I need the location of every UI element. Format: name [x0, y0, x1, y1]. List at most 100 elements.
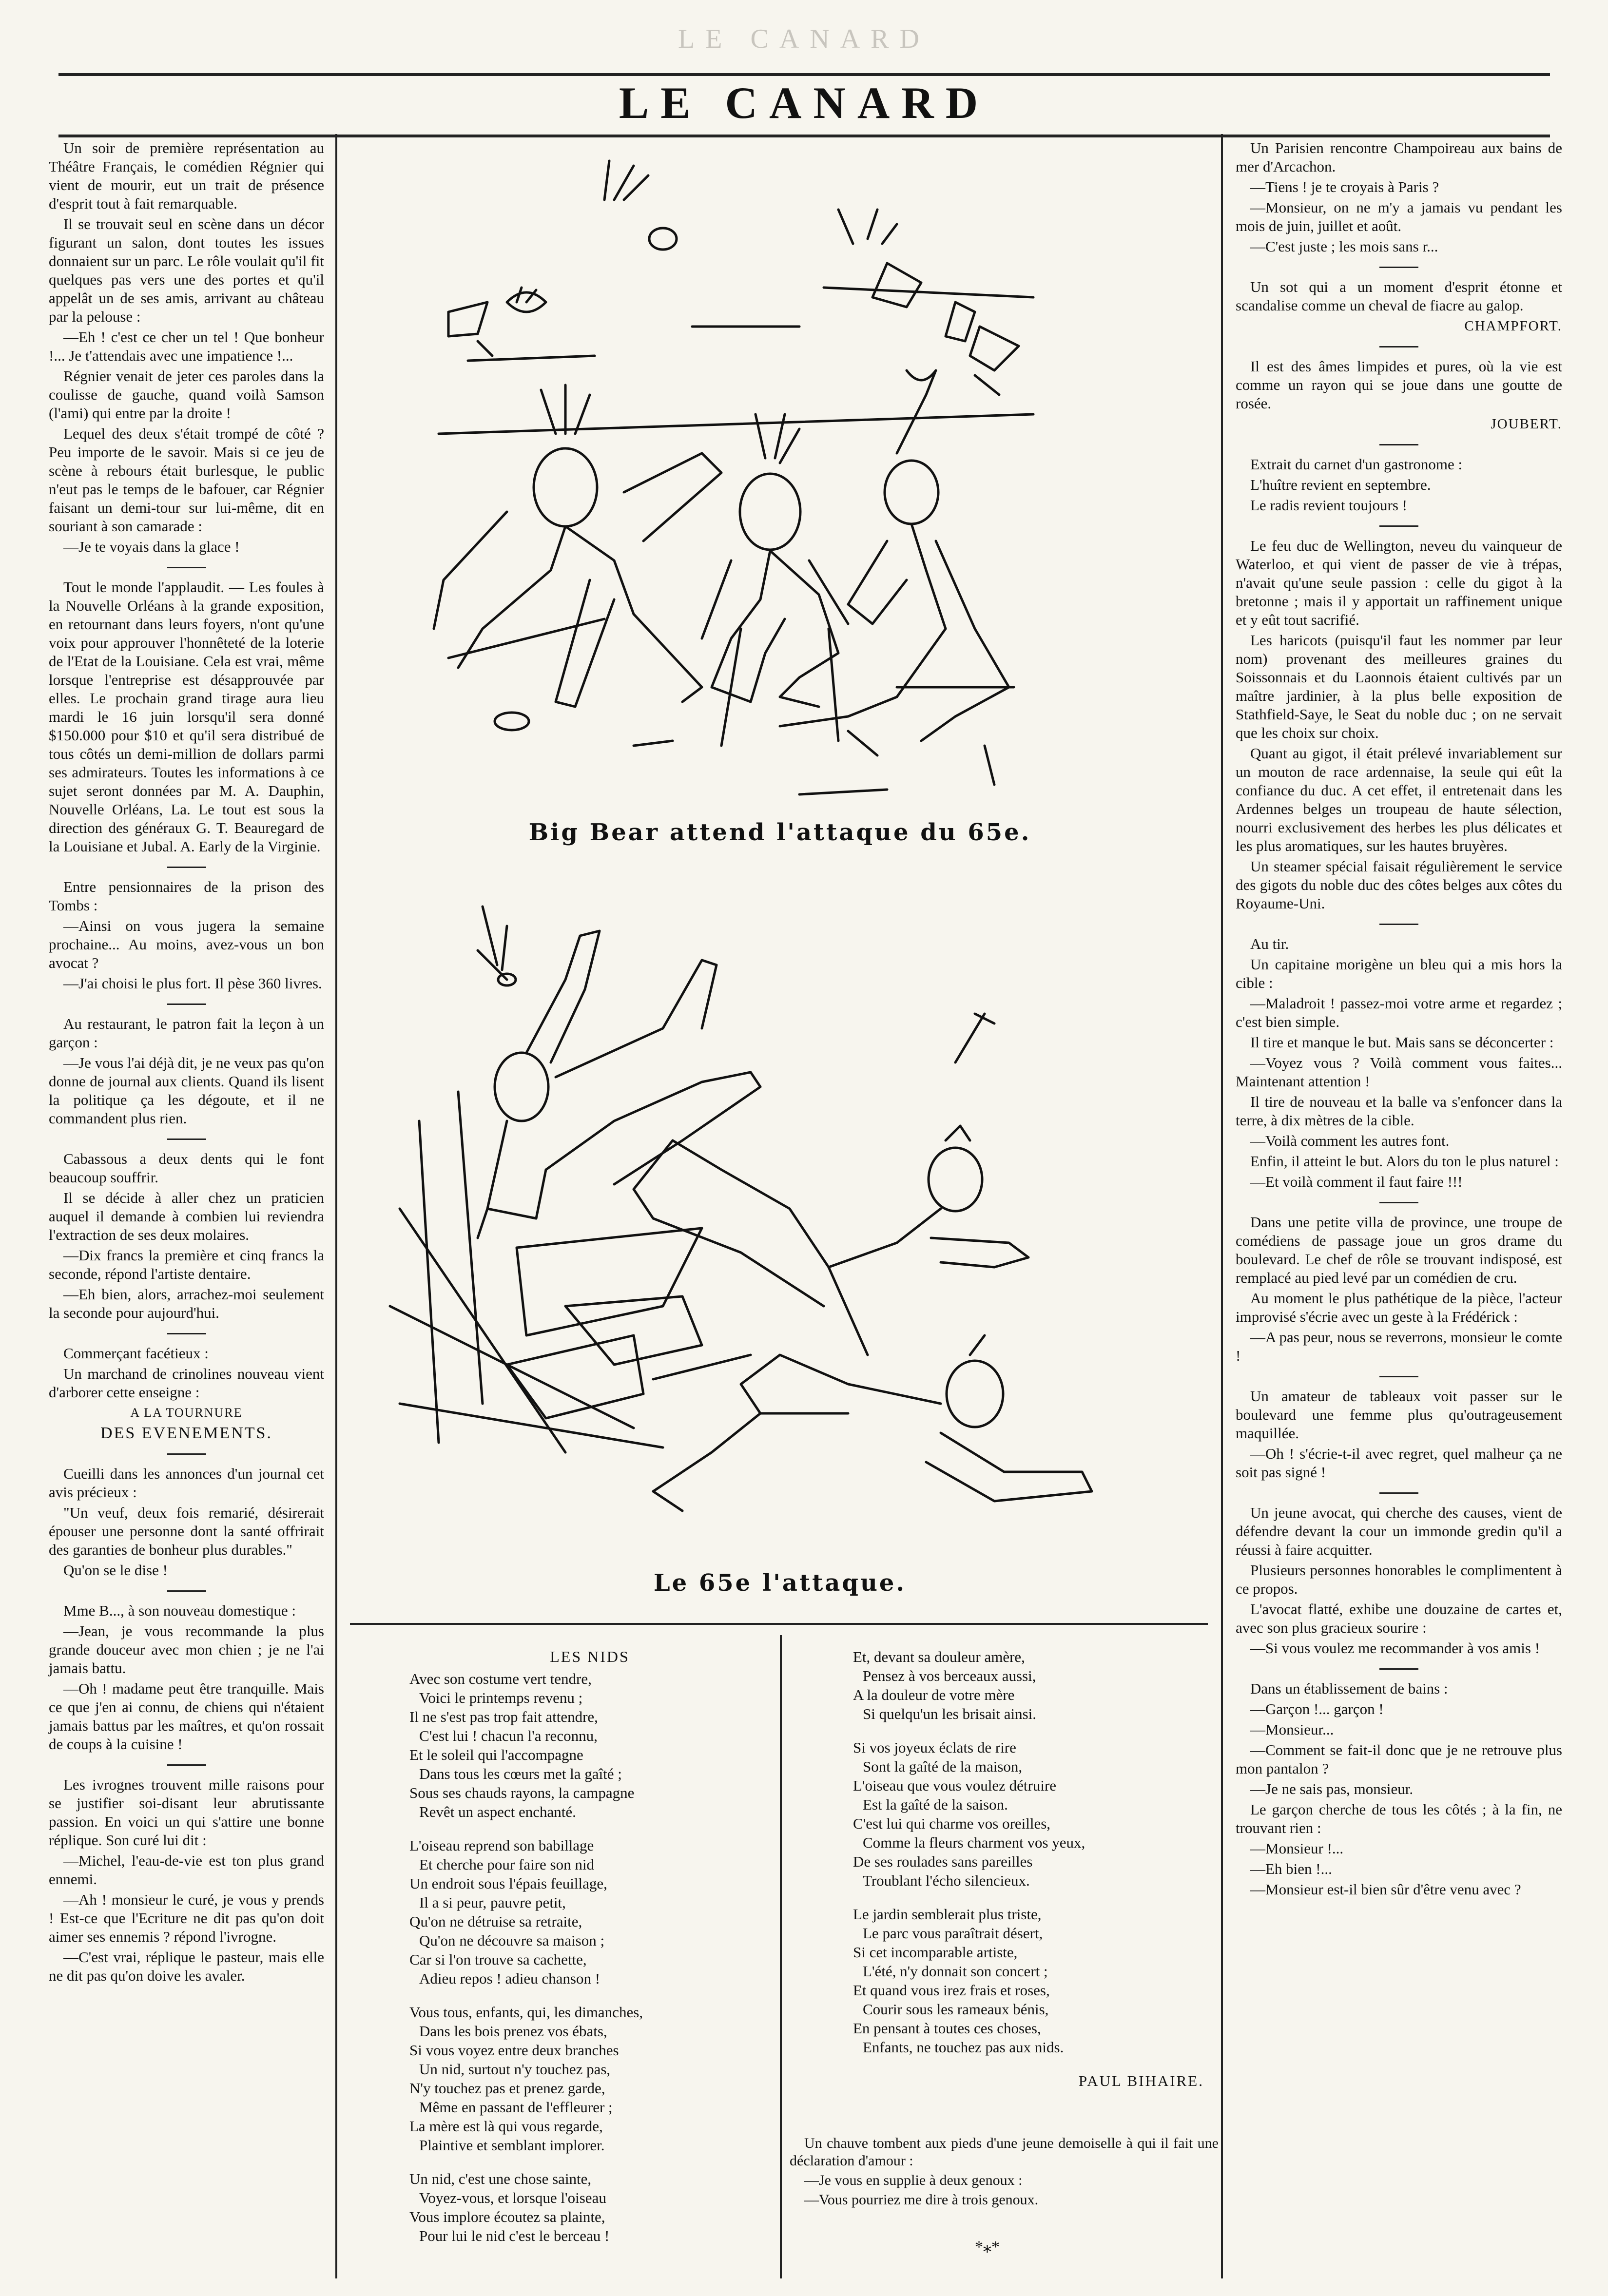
- paragraph: Commerçant facétieux :: [63, 1345, 209, 1362]
- paragraph: —C'est vrai, réplique le pasteur, mais e…: [49, 1949, 324, 1984]
- poem-verse: Comme la fleurs charment vos yeux,: [863, 1834, 1085, 1851]
- paragraph: Lequel des deux s'était trompé de côté ?…: [49, 425, 324, 535]
- paragraph: —Maladroit ! passez-moi votre arme et re…: [1236, 995, 1562, 1030]
- poem-stanza: Avec son costume vert tendre,Voici le pr…: [409, 1669, 770, 1821]
- paragraph: Il se décide à aller chez un praticien a…: [49, 1189, 324, 1243]
- separator: [167, 1138, 206, 1140]
- poem-verse: Enfants, ne touchez pas aux nids.: [863, 2039, 1064, 2056]
- paragraph: Le radis revient toujours !: [1250, 497, 1407, 514]
- poem-verse: L'oiseau reprend son babillage: [409, 1837, 594, 1854]
- paragraph: L'avocat flatté, exhibe une douzaine de …: [1236, 1601, 1562, 1636]
- poem-verse: Un endroit sous l'épais feuillage,: [409, 1875, 607, 1892]
- newspaper-title: LE CANARD: [599, 76, 1009, 130]
- masthead: LE CANARD: [58, 73, 1550, 137]
- separator: [1379, 1492, 1418, 1494]
- poem-verse: Sous ses chauds rayons, la campagne: [409, 1784, 635, 1801]
- separator: [167, 867, 206, 868]
- paragraph: Un marchand de crinolines nouveau vient …: [49, 1365, 324, 1401]
- paragraph: Cueilli dans les annonces d'un journal c…: [49, 1465, 324, 1501]
- poem-verse: Si vous voyez entre deux branches: [409, 2042, 619, 2059]
- paragraph: —Je vous l'ai déjà dit, je ne veux pas q…: [49, 1054, 324, 1127]
- paragraph: Il tire et manque le but. Mais sans se d…: [1250, 1034, 1554, 1051]
- paragraph: —Michel, l'eau-de-vie est ton plus grand…: [49, 1852, 324, 1888]
- paragraph: Tout le monde l'applaudit. — Les foules …: [49, 579, 324, 855]
- poem-verse: Un nid, c'est une chose sainte,: [409, 2170, 592, 2187]
- paragraph: Il se trouvait seul en scène dans un déc…: [49, 215, 324, 325]
- paragraph: Dans une petite villa de province, une t…: [1236, 1214, 1562, 1286]
- poem-verse: Est la gaîté de la saison.: [863, 1796, 1008, 1813]
- separator: [1379, 525, 1418, 527]
- sign-line: DES EVENEMENTS.: [100, 1424, 272, 1442]
- paragraph: —Et voilà comment il faut faire !!!: [1250, 1173, 1463, 1190]
- poem-verse: Sont la gaîté de la maison,: [863, 1758, 1023, 1775]
- paragraph: Entre pensionnaires de la prison des Tom…: [49, 878, 324, 914]
- right-column: Un Parisien rencontre Champoireau aux ba…: [1236, 139, 1562, 1901]
- illustration-big-bear: [432, 159, 1035, 796]
- poem-verse: Si cet incomparable artiste,: [853, 1944, 1018, 1961]
- paragraph: Un sot qui a un moment d'esprit étonne e…: [1236, 278, 1562, 314]
- bottom-center-note: Un chauve tombent aux pieds d'une jeune …: [790, 2135, 1219, 2211]
- paragraph: —Ainsi on vous jugera la semaine prochai…: [49, 917, 324, 971]
- poem-stanza: Et, devant sa douleur amère,Pensez à vos…: [853, 1647, 1204, 1723]
- paragraph: —Tiens ! je te croyais à Paris ?: [1250, 178, 1439, 195]
- separator: [167, 567, 206, 568]
- paragraph: Un soir de première représentation au Th…: [49, 139, 324, 212]
- paragraph: —Eh bien, alors, arrachez-moi seulement …: [49, 1286, 324, 1321]
- paragraph: Il tire de nouveau et la balle va s'enfo…: [1236, 1093, 1562, 1129]
- column-rule-poem: [780, 1635, 782, 2278]
- paragraph: Un jeune avocat, qui cherche des causes,…: [1236, 1504, 1562, 1558]
- paragraph: Mme B..., à son nouveau domestique :: [63, 1602, 296, 1619]
- poem-verse: Il a si peur, pauvre petit,: [419, 1894, 566, 1911]
- poem-verse: Troublant l'écho silencieux.: [863, 1872, 1030, 1889]
- paragraph: Cabassous a deux dents qui le font beauc…: [49, 1150, 324, 1186]
- separator: [167, 1764, 206, 1766]
- paragraph: —Eh ! c'est ce cher un tel ! Que bonheur…: [49, 328, 324, 364]
- column-rule-left: [335, 134, 337, 2278]
- poem-verse: Voyez-vous, et lorsque l'oiseau: [419, 2189, 606, 2206]
- paragraph: Il est des âmes limpides et pures, où la…: [1236, 358, 1562, 412]
- paragraph: L'huître revient en septembre.: [1250, 476, 1431, 493]
- paragraph: Plusieurs personnes honorables le compli…: [1236, 1562, 1562, 1597]
- paragraph: —Je vous en supplie à deux genoux :: [804, 2172, 1023, 2188]
- poem-stanza: Vous tous, enfants, qui, les dimanches, D…: [409, 2003, 770, 2155]
- poem-verse: Courir sous les rameaux bénis,: [863, 2001, 1049, 2018]
- poem-verse: Vous tous, enfants, qui, les dimanches,: [409, 2004, 643, 2021]
- paragraph: —Ah ! monsieur le curé, je vous y prends…: [49, 1891, 324, 1945]
- poem-column-1: LES NIDS Avec son costume vert tendre,Vo…: [409, 1647, 770, 2260]
- poem-verse: La mère est là qui vous regarde,: [409, 2118, 603, 2135]
- separator: [1379, 924, 1418, 925]
- paragraph: Un capitaine morigène un bleu qui a mis …: [1236, 956, 1562, 991]
- poem-verse: Il ne s'est pas trop fait attendre,: [409, 1708, 598, 1725]
- ornament: *⁎*: [975, 2238, 1000, 2256]
- paragraph: Un steamer spécial faisait régulièrement…: [1236, 858, 1562, 912]
- poem-verse: Le parc vous paraîtrait désert,: [863, 1925, 1043, 1942]
- signature: JOUBERT.: [1491, 416, 1562, 432]
- poem-stanza: Le jardin semblerait plus triste,Le parc…: [853, 1905, 1204, 2057]
- paragraph: —Oh ! s'écrie-t-il avec regret, quel mal…: [1236, 1445, 1562, 1481]
- paragraph: —C'est juste ; les mois sans r...: [1250, 238, 1438, 255]
- paragraph: Un amateur de tableaux voit passer sur l…: [1236, 1388, 1562, 1442]
- paragraph: —Monsieur est-il bien sûr d'être venu av…: [1250, 1881, 1521, 1898]
- poem-verse: Pour lui le nid c'est le berceau !: [419, 2227, 610, 2244]
- sign-line: A LA TOURNURE: [130, 1406, 243, 1420]
- section-rule-poem: [350, 1623, 1208, 1625]
- paragraph: —Jean, je vous recommande la plus grande…: [49, 1622, 324, 1677]
- paragraph: Le garçon cherche de tous les côtés ; à …: [1236, 1801, 1562, 1836]
- poem-stanza: Un nid, c'est une chose sainte, Voyez-vou…: [409, 2169, 770, 2245]
- poem-column-2: Et, devant sa douleur amère,Pensez à vos…: [853, 1647, 1204, 2090]
- poem-verse: L'été, n'y donnait son concert ;: [863, 1963, 1048, 1980]
- caption-top: Big Bear attend l'attaque du 65e.: [528, 819, 1031, 846]
- separator: [167, 1003, 206, 1005]
- paragraph: Le feu duc de Wellington, neveu du vainq…: [1236, 537, 1562, 628]
- poem-verse: Revêt un aspect enchanté.: [419, 1803, 576, 1820]
- separator: [1379, 1202, 1418, 1203]
- paragraph: Les haricots (puisqu'il faut les nommer …: [1236, 632, 1562, 741]
- poem-verse: Dans les bois prenez vos ébats,: [419, 2023, 607, 2040]
- poem-verse: C'est lui qui charme vos oreilles,: [853, 1815, 1051, 1832]
- paragraph: —Monsieur, on ne m'y a jamais vu pendant…: [1236, 199, 1562, 234]
- paragraph: Un chauve tombent aux pieds d'une jeune …: [790, 2135, 1219, 2169]
- poem-verse: Qu'on ne détruise sa retraite,: [409, 1913, 582, 1930]
- separator: [167, 1333, 206, 1334]
- paragraph: —Monsieur...: [1250, 1721, 1334, 1738]
